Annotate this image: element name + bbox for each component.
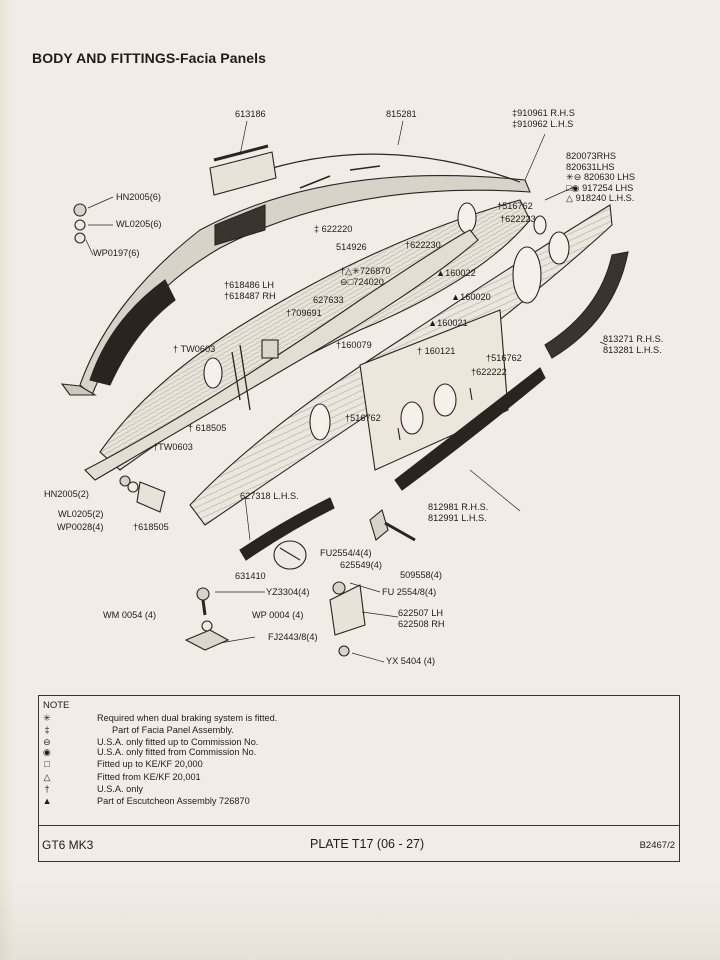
knob — [273, 540, 307, 570]
callout-160021: ▲160021 — [428, 318, 468, 328]
callout-516762-low: †516762 — [345, 413, 381, 423]
callout-625549: 625549(4) — [340, 560, 382, 570]
callout-622222: †622222 — [471, 367, 507, 377]
callout-622220: ‡ 622220 — [314, 224, 353, 234]
callout-wp0028-4: WP0028(4) — [57, 522, 104, 532]
callout-726870: †△✳726870 ⊖□724020 — [340, 266, 391, 287]
page-title: BODY AND FITTINGS-Facia Panels — [32, 50, 267, 66]
callout-hn2005-2: HN2005(2) — [44, 489, 89, 499]
callout-160020: ▲160020 — [451, 292, 491, 302]
callout-fu2554-8: FU 2554/8(4) — [382, 587, 437, 597]
plate-label: PLATE T17 (06 - 27) — [310, 837, 425, 851]
note-text: U.S.A. only — [97, 784, 143, 794]
callout-wp0004: WP 0004 (4) — [252, 610, 304, 620]
callout-815281: 815281 — [386, 109, 417, 119]
callout-622507: 622507 LH 622508 RH — [398, 608, 445, 629]
note-symbol: ✳ — [43, 713, 51, 723]
footer-divider — [39, 825, 679, 826]
reference-label: B2467/2 — [639, 840, 675, 851]
callout-813271: 813271 R.H.S. 813281 L.H.S. — [603, 334, 664, 355]
note-text: Fitted from KE/KF 20,001 — [97, 772, 201, 782]
escutcheon — [359, 309, 509, 471]
notes-title: NOTE — [43, 700, 70, 711]
note-text: U.S.A. only fitted from Commission No. — [97, 747, 257, 757]
callout-wl0205-6: WL0205(6) — [116, 219, 162, 229]
note-text: Required when dual braking system is fit… — [97, 713, 278, 723]
callout-622223: †622223 — [500, 214, 536, 224]
callout-812981: 812981 R.H.S. 812991 L.H.S. — [428, 502, 489, 523]
callout-160079: †160079 — [336, 340, 372, 350]
callout-516762-mid: †516762 — [486, 353, 522, 363]
callout-613186: 613186 — [235, 109, 266, 119]
callout-509558: 509558(4) — [400, 570, 442, 580]
callout-tw0603-upper: † TW0603 — [173, 344, 216, 354]
callout-516762-top: †516762 — [497, 201, 533, 211]
note-symbol: ⊖ — [43, 737, 51, 747]
callout-627633: 627633 — [313, 295, 344, 305]
note-text: U.S.A. only fitted up to Commission No. — [97, 737, 259, 747]
callout-627318: 627318 L.H.S. — [240, 491, 299, 501]
callout-wl0205-2: WL0205(2) — [58, 509, 104, 519]
crash-pad — [60, 153, 531, 396]
callout-fu2554-4: FU2554/4(4) — [320, 548, 372, 558]
callout-622230: †622230 — [405, 240, 441, 250]
glove-box-tray — [209, 144, 277, 196]
note-symbol: ▲ — [42, 796, 52, 806]
callout-fj2443: FJ2443/8(4) — [268, 632, 318, 642]
note-symbol: ‡ — [44, 725, 50, 735]
callout-hn2005-6: HN2005(6) — [116, 192, 161, 202]
callout-yz3304: YZ3304(4) — [266, 587, 310, 597]
notes-panel: NOTE ✳ Required when dual braking system… — [38, 695, 680, 862]
note-symbol: □ — [44, 759, 50, 769]
callout-yx5404: YX 5404 (4) — [386, 656, 436, 666]
callout-514926: 514926 — [336, 242, 367, 252]
callout-618486: †618486 LH †618487 RH — [224, 280, 276, 301]
model-label: GT6 MK3 — [42, 838, 94, 852]
callout-tw0603-lower: †TW0603 — [153, 442, 193, 452]
lower-strip — [239, 367, 546, 561]
leader-lines — [85, 120, 608, 663]
callout-160121: † 160121 — [417, 346, 456, 356]
note-symbol: ◉ — [42, 747, 52, 757]
note-symbol: △ — [43, 772, 51, 782]
note-text: Fitted up to KE/KF 20,000 — [97, 759, 203, 769]
callout-wm0054: WM 0054 (4) — [103, 610, 157, 620]
callout-160022: ▲160022 — [436, 268, 476, 278]
callout-709691: †709691 — [286, 308, 322, 318]
callout-631410: 631410 — [235, 571, 266, 581]
exploded-parts-diagram — [60, 120, 629, 663]
callout-wp0197-6: WP0197(6) — [93, 248, 140, 258]
note-text: Part of Facia Panel Assembly. — [112, 725, 234, 735]
callout-618505-upper: † 618505 — [188, 423, 227, 433]
note-symbol: † — [44, 784, 50, 794]
support-rail — [84, 229, 479, 481]
side-trim — [544, 251, 629, 359]
note-text: Part of Escutcheon Assembly 726870 — [97, 796, 250, 806]
callout-618505-lower: †618505 — [133, 522, 169, 532]
callout-910961: ‡910961 R.H.S ‡910962 L.H.S — [512, 108, 575, 129]
callout-820073: 820073RHS 820631LHS ✳⊖ 820630 LHS □◉ 917… — [566, 151, 636, 203]
fixings — [73, 203, 416, 657]
